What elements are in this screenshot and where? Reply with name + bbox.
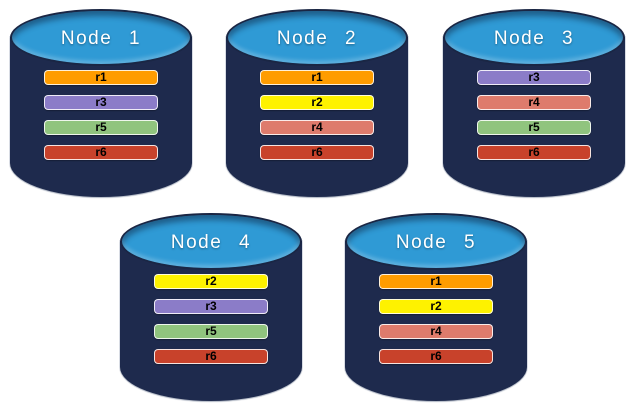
partition-bar: r6	[477, 145, 591, 160]
node-cylinder: Node 3 r3 r4 r5 r6	[443, 9, 625, 197]
node-cylinder: Node 5 r1 r2 r4 r6	[345, 213, 527, 401]
partition-list: r1 r3 r5 r6	[44, 70, 158, 160]
partition-bar: r6	[379, 349, 493, 364]
cylinder-top: Node 2	[226, 9, 408, 66]
cylinder-top: Node 5	[345, 213, 527, 270]
node-label: Node 2	[276, 28, 358, 49]
partition-bar: r4	[379, 324, 493, 339]
partition-bar: r6	[260, 145, 374, 160]
node-cylinder: Node 4 r2 r3 r5 r6	[120, 213, 302, 401]
node-label: Node 3	[493, 28, 575, 49]
partition-bar: r1	[379, 274, 493, 289]
partition-bar: r3	[44, 95, 158, 110]
partition-bar: r5	[154, 324, 268, 339]
partition-bar: r4	[477, 95, 591, 110]
node-label: Node 1	[60, 28, 142, 49]
cylinder-top: Node 1	[10, 9, 192, 66]
partition-bar: r3	[477, 70, 591, 85]
partition-list: r3 r4 r5 r6	[477, 70, 591, 160]
partition-list: r1 r2 r4 r6	[260, 70, 374, 160]
partition-bar: r6	[154, 349, 268, 364]
node-cylinder: Node 1 r1 r3 r5 r6	[10, 9, 192, 197]
node-label: Node 5	[395, 232, 477, 253]
partition-bar: r5	[477, 120, 591, 135]
partition-bar: r3	[154, 299, 268, 314]
cylinder-top: Node 4	[120, 213, 302, 270]
partition-bar: r4	[260, 120, 374, 135]
partition-list: r1 r2 r4 r6	[379, 274, 493, 364]
cylinder-top: Node 3	[443, 9, 625, 66]
partition-bar: r1	[44, 70, 158, 85]
partition-list: r2 r3 r5 r6	[154, 274, 268, 364]
partition-bar: r2	[154, 274, 268, 289]
partition-bar: r2	[260, 95, 374, 110]
node-cylinder: Node 2 r1 r2 r4 r6	[226, 9, 408, 197]
partition-bar: r1	[260, 70, 374, 85]
partition-bar: r6	[44, 145, 158, 160]
partition-bar: r2	[379, 299, 493, 314]
node-label: Node 4	[170, 232, 252, 253]
partition-bar: r5	[44, 120, 158, 135]
